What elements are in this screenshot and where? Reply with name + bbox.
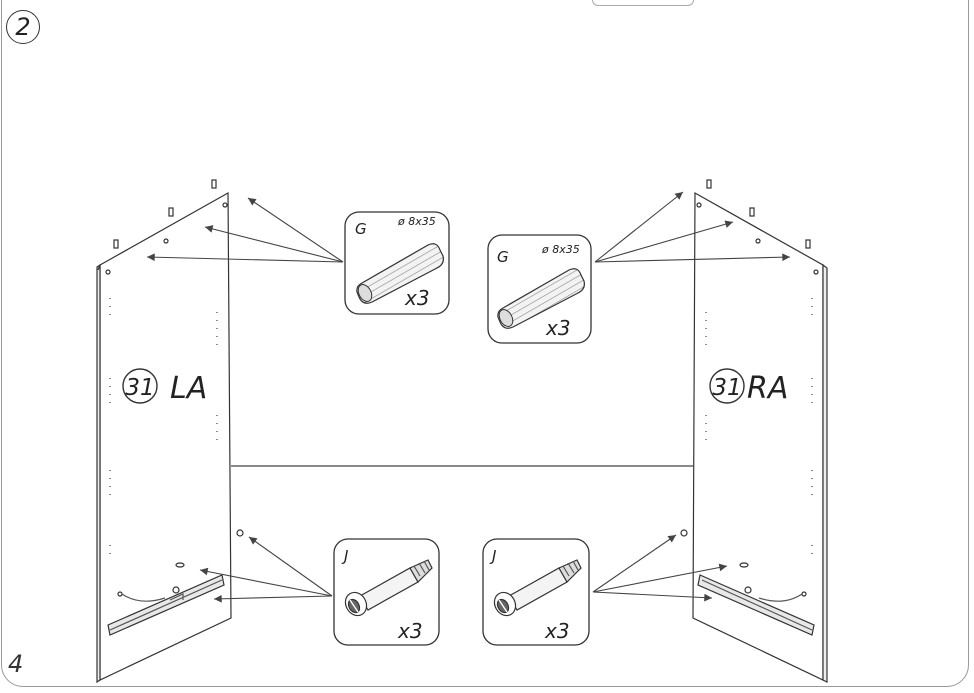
cam-arrows-left (199, 536, 333, 603)
dowel-part-box-right: G ø 8x35 x3 (487, 234, 592, 344)
dowel-arrows-right (594, 191, 791, 263)
cam-bolt-icon (493, 559, 582, 617)
wooden-dowel-icon (497, 268, 585, 329)
cam-part-box-left: J x3 (333, 538, 440, 646)
dowel-left-spec: ø 8x35 (397, 215, 436, 228)
cam-left-letter: J (341, 547, 348, 565)
right-panel-label: 31 RA (709, 368, 788, 406)
cam-right-letter: J (489, 547, 496, 565)
right-side-panel (680, 179, 828, 683)
right-panel-code: RA (747, 371, 788, 406)
wooden-dowel-icon (356, 243, 444, 304)
left-panel-code: LA (170, 371, 207, 406)
cam-bolt-icon (344, 559, 433, 617)
cam-right-qty: x3 (544, 619, 570, 643)
dowel-left-qty: x3 (404, 286, 430, 310)
dowel-right-letter: G (497, 248, 509, 266)
dowel-part-box-left: G ø 8x35 x3 (344, 211, 450, 315)
step-number: 2 (6, 10, 40, 44)
dowel-right-qty: x3 (545, 316, 571, 340)
cam-part-box-right: J x3 (482, 538, 590, 646)
left-panel-number: 31 (125, 375, 154, 401)
cam-left-qty: x3 (397, 619, 423, 643)
dowel-arrows-left (146, 197, 344, 263)
left-panel-label: 31 LA (122, 368, 207, 406)
cam-arrows-right (592, 534, 728, 602)
dowel-left-letter: G (355, 220, 367, 238)
right-panel-number: 31 (712, 375, 741, 401)
left-side-panel (96, 179, 244, 684)
dowel-right-spec: ø 8x35 (541, 243, 580, 256)
page-number: 4 (8, 650, 24, 678)
